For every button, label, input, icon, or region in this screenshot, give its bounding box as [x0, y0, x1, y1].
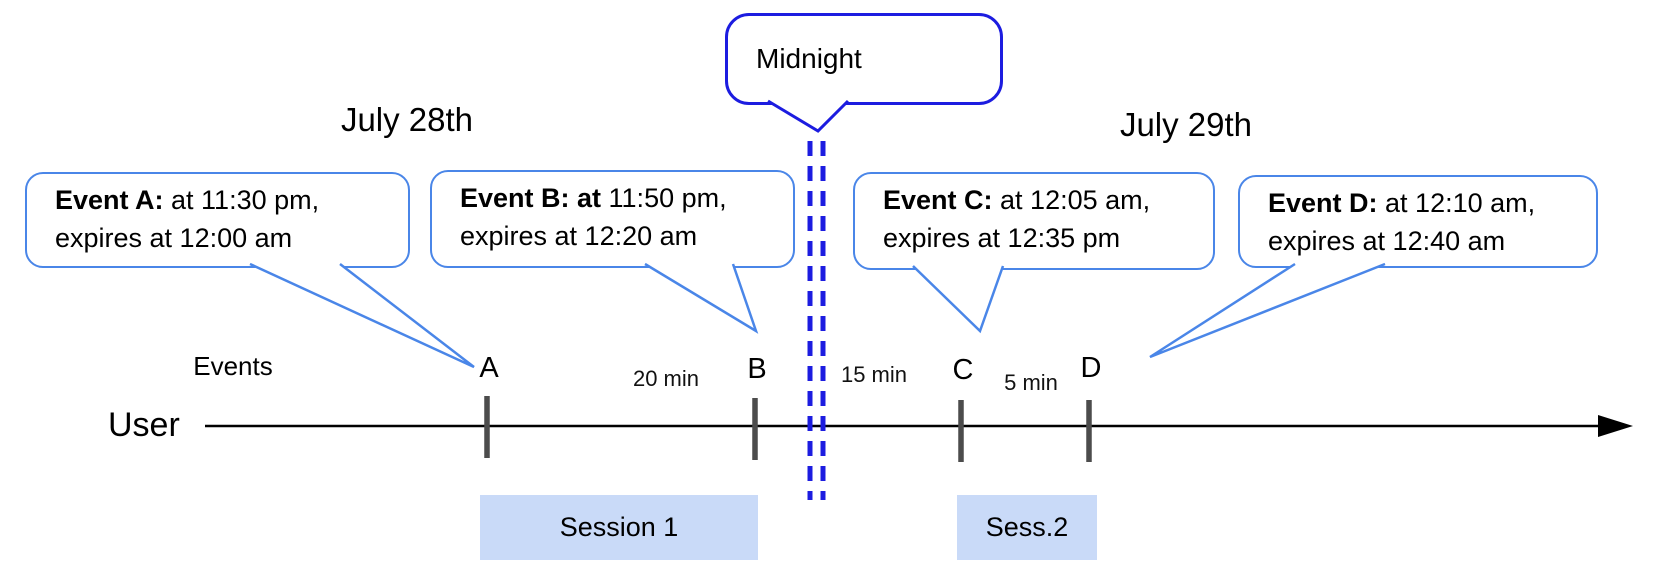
- midnight-label: Midnight: [756, 43, 862, 74]
- date-label-july-28: July 28th: [340, 101, 474, 138]
- interval-label-20min: 20 min: [632, 366, 700, 391]
- event-d-start: at 12:10 am,: [1377, 188, 1536, 218]
- event-d-bubble: Event D: at 12:10 am, expires at 12:40 a…: [1238, 175, 1598, 268]
- events-axis-label: Events: [193, 351, 273, 381]
- interval-label-5min: 5 min: [1004, 370, 1058, 395]
- event-a-expiry: expires at 12:00 am: [55, 223, 293, 253]
- event-a-bubble-tail: [249, 262, 475, 369]
- event-a-start: at 11:30 pm,: [163, 185, 320, 215]
- tick-label-d: D: [1080, 352, 1102, 384]
- tick-label-c: C: [952, 354, 974, 386]
- session-1-box: Session 1: [480, 495, 758, 560]
- event-c-expiry: expires at 12:35 pm: [883, 223, 1121, 253]
- session-1-label: Session 1: [559, 512, 679, 542]
- session-2-label: Sess.2: [985, 512, 1069, 542]
- event-b-bubble-tail: [644, 262, 759, 334]
- date-label-july-29: July 29th: [1119, 106, 1253, 143]
- event-b-start: 11:50 pm,: [601, 183, 727, 213]
- event-d-bubble-tail: [1149, 262, 1386, 359]
- midnight-callout: Midnight: [725, 13, 1003, 105]
- user-axis-label: User: [108, 406, 180, 444]
- event-c-bubble-tail: [912, 265, 1005, 334]
- event-a-title: Event A:: [55, 185, 164, 215]
- event-c-start: at 12:05 am,: [992, 185, 1151, 215]
- event-c-title: Event C:: [883, 185, 993, 215]
- event-d-expiry: expires at 12:40 am: [1268, 226, 1506, 256]
- tick-label-b: B: [747, 353, 767, 385]
- event-b-expiry: expires at 12:20 am: [460, 221, 698, 251]
- event-a-bubble: Event A: at 11:30 pm, expires at 12:00 a…: [25, 172, 410, 268]
- midnight-callout-tail: [767, 99, 850, 133]
- interval-label-15min: 15 min: [840, 362, 908, 387]
- tick-label-a: A: [479, 352, 499, 384]
- event-d-title: Event D:: [1268, 188, 1378, 218]
- event-c-bubble: Event C: at 12:05 am, expires at 12:35 p…: [853, 172, 1215, 270]
- timeline-arrowhead-icon: [1598, 415, 1633, 437]
- event-b-title: Event B: at: [460, 183, 602, 213]
- event-b-bubble: Event B: at 11:50 pm, expires at 12:20 a…: [430, 170, 795, 268]
- session-2-box: Sess.2: [957, 495, 1097, 560]
